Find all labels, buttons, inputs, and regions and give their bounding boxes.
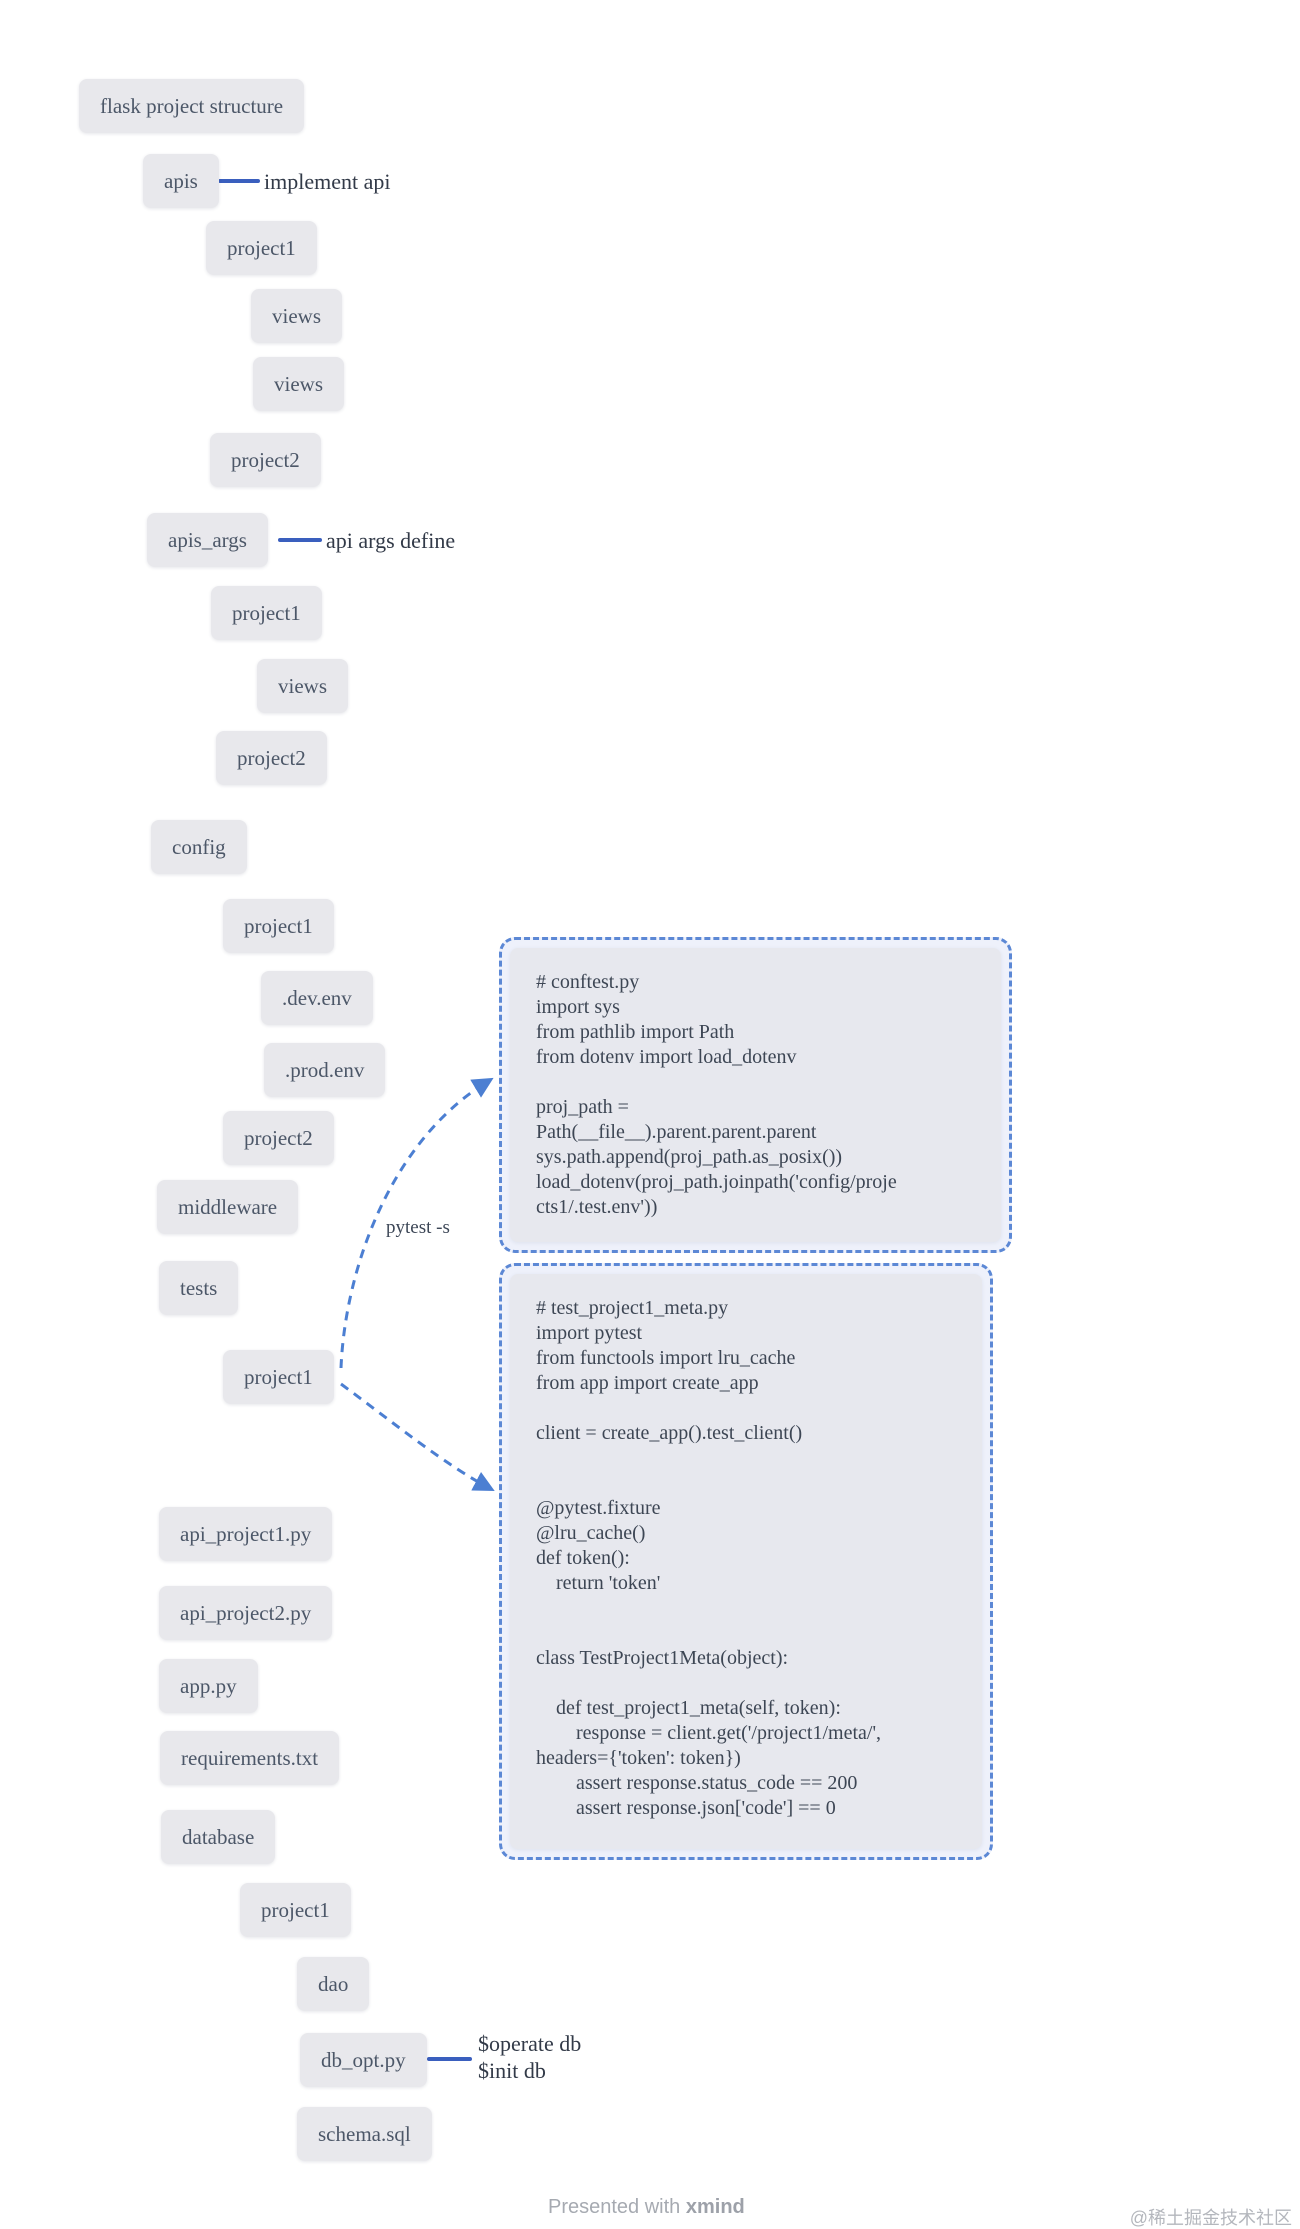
- node-apis-args-project1[interactable]: project1: [211, 586, 322, 640]
- callout-pytest-s[interactable]: pytest -s: [386, 1217, 450, 1238]
- node-apis-project1-views-2[interactable]: views: [253, 357, 344, 411]
- node-schema-sql[interactable]: schema.sql: [297, 2107, 432, 2161]
- node-app-py[interactable]: app.py: [159, 1659, 258, 1713]
- node-config[interactable]: config: [151, 820, 247, 874]
- node-apis-args-project1-views[interactable]: views: [257, 659, 348, 713]
- node-apis-args-project2[interactable]: project2: [216, 731, 327, 785]
- node-database[interactable]: database: [161, 1810, 276, 1864]
- codebox-test-project1-meta-panel: # test_project1_meta.py import pytest fr…: [510, 1274, 982, 1849]
- node-apis[interactable]: apis: [143, 154, 219, 208]
- node-database-project1[interactable]: project1: [240, 1883, 351, 1937]
- node-apis-project2[interactable]: project2: [210, 433, 321, 487]
- footer-credit: Presented with xmind: [548, 2196, 745, 2219]
- node-config-prod-env[interactable]: .prod.env: [264, 1043, 386, 1097]
- node-config-dev-env[interactable]: .dev.env: [261, 971, 373, 1025]
- node-dao[interactable]: dao: [297, 1957, 370, 2011]
- relationship-arrow-project1-to-testmeta: [340, 1382, 495, 1491]
- codebox-test-project1-meta[interactable]: # test_project1_meta.py import pytest fr…: [499, 1263, 993, 1860]
- codebox-conftest[interactable]: # conftest.py import sys from pathlib im…: [499, 937, 1012, 1253]
- codebox-conftest-panel: # conftest.py import sys from pathlib im…: [510, 948, 1001, 1242]
- node-tests-project1[interactable]: project1: [223, 1350, 334, 1404]
- callout-db-operations[interactable]: $operate db $init db: [478, 2031, 582, 2083]
- footer-brand: xmind: [685, 2196, 745, 2218]
- node-apis-project1[interactable]: project1: [206, 221, 317, 275]
- node-apis-args[interactable]: apis_args: [147, 513, 268, 567]
- node-middleware[interactable]: middleware: [157, 1180, 299, 1234]
- footer-presented-text: Presented with: [548, 2196, 681, 2218]
- node-root-flask-project-structure[interactable]: flask project structure: [79, 79, 305, 133]
- node-tests[interactable]: tests: [159, 1261, 239, 1315]
- node-apis-project1-views[interactable]: views: [251, 289, 342, 343]
- codebox-test-project1-meta-code: # test_project1_meta.py import pytest fr…: [536, 1297, 882, 1819]
- node-api-project1-py[interactable]: api_project1.py: [159, 1507, 333, 1561]
- node-requirements-txt[interactable]: requirements.txt: [160, 1731, 340, 1785]
- callout-implement-api[interactable]: implement api: [264, 169, 391, 194]
- node-api-project2-py[interactable]: api_project2.py: [159, 1586, 333, 1640]
- node-config-project2[interactable]: project2: [223, 1111, 334, 1165]
- codebox-conftest-code: # conftest.py import sys from pathlib im…: [536, 971, 897, 1218]
- node-config-project1[interactable]: project1: [223, 899, 334, 953]
- node-db-opt-py[interactable]: db_opt.py: [300, 2033, 427, 2087]
- callout-api-args-define[interactable]: api args define: [326, 528, 456, 553]
- watermark: @稀土掘金技术社区: [1129, 2208, 1292, 2228]
